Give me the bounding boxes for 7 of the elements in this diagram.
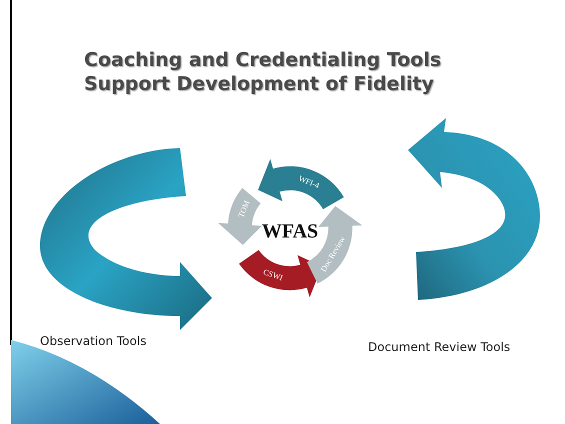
arrow-label: WFI-4 xyxy=(297,173,320,190)
arrow-label: CSWI xyxy=(262,268,284,283)
caption-text: Document Review Tools xyxy=(368,340,510,354)
arrow-label: TOM xyxy=(236,199,252,220)
slide-title: Coaching and Credentialing Tools Support Development of Fidelity xyxy=(84,48,442,96)
caption-text: Observation Tools xyxy=(40,334,146,348)
center-label: WFAS xyxy=(262,220,318,244)
